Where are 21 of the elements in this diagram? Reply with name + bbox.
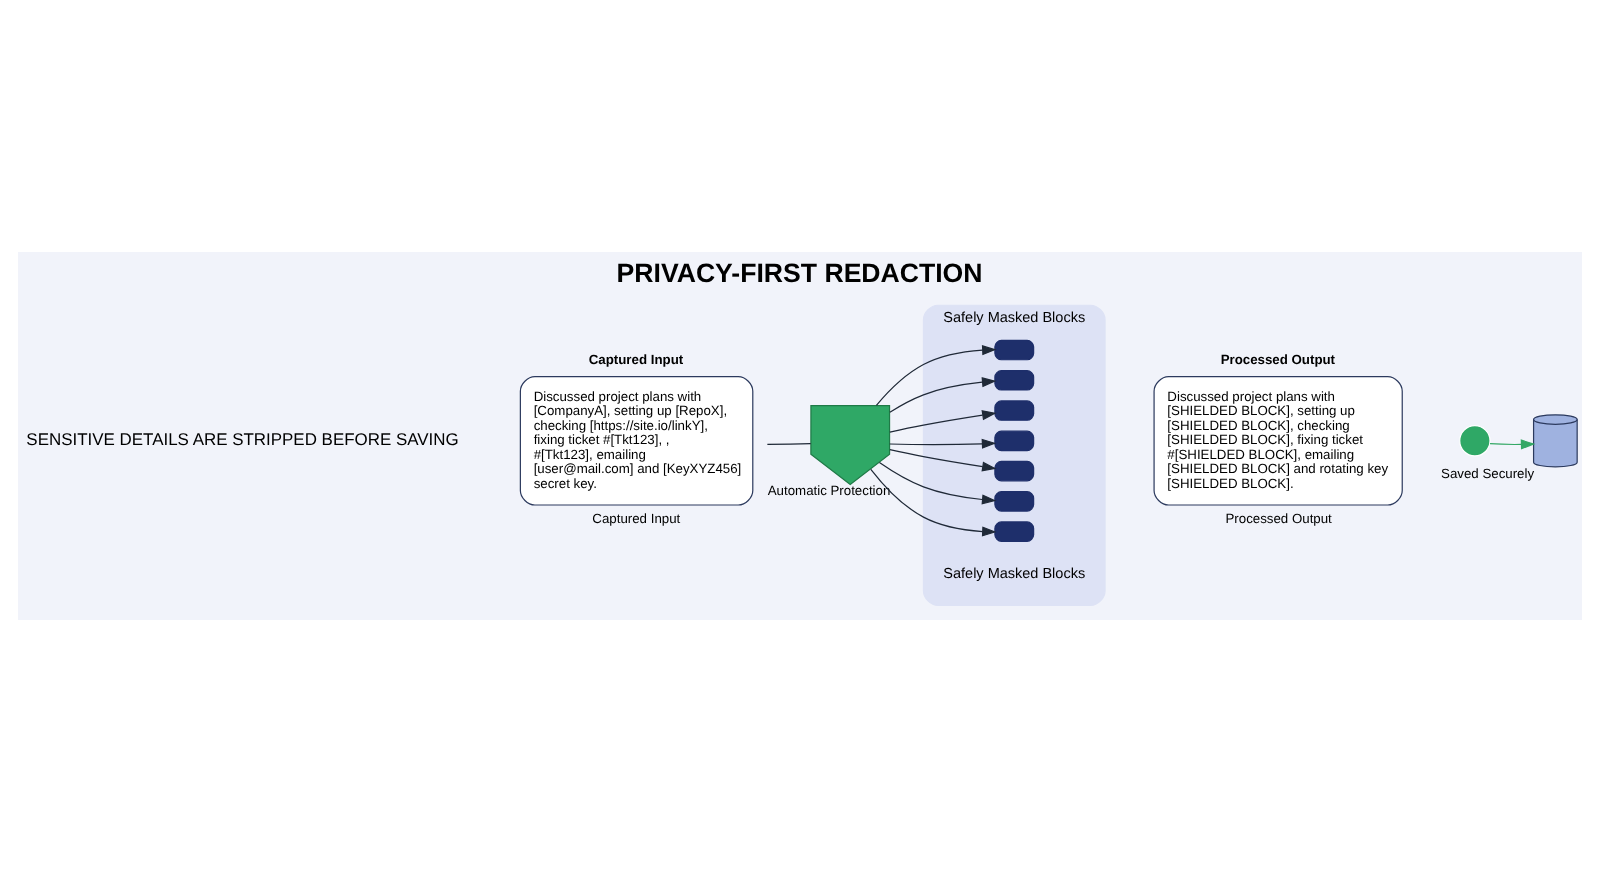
node-shield (810, 405, 891, 486)
node-box (994, 370, 1035, 391)
arrow (878, 461, 997, 505)
node-box (994, 460, 1035, 482)
node-box (994, 430, 1035, 452)
connector (766, 443, 812, 445)
diagram-title: PRIVACY-FIRST REDACTION (616, 257, 983, 288)
arrow (889, 410, 997, 433)
arrow (870, 468, 997, 537)
node-circle (1459, 425, 1491, 457)
arrow (889, 449, 997, 472)
arrow (1489, 439, 1536, 450)
node-box (994, 491, 1035, 512)
node-box (994, 521, 1035, 542)
arrow (889, 438, 997, 449)
arrow (875, 345, 997, 407)
node-box (994, 339, 1035, 361)
cluster (922, 304, 1106, 607)
arrow (889, 377, 997, 413)
node-box (994, 400, 1035, 421)
label: SENSITIVE DETAILS ARE STRIPPED BEFORE SAVING (26, 429, 459, 450)
